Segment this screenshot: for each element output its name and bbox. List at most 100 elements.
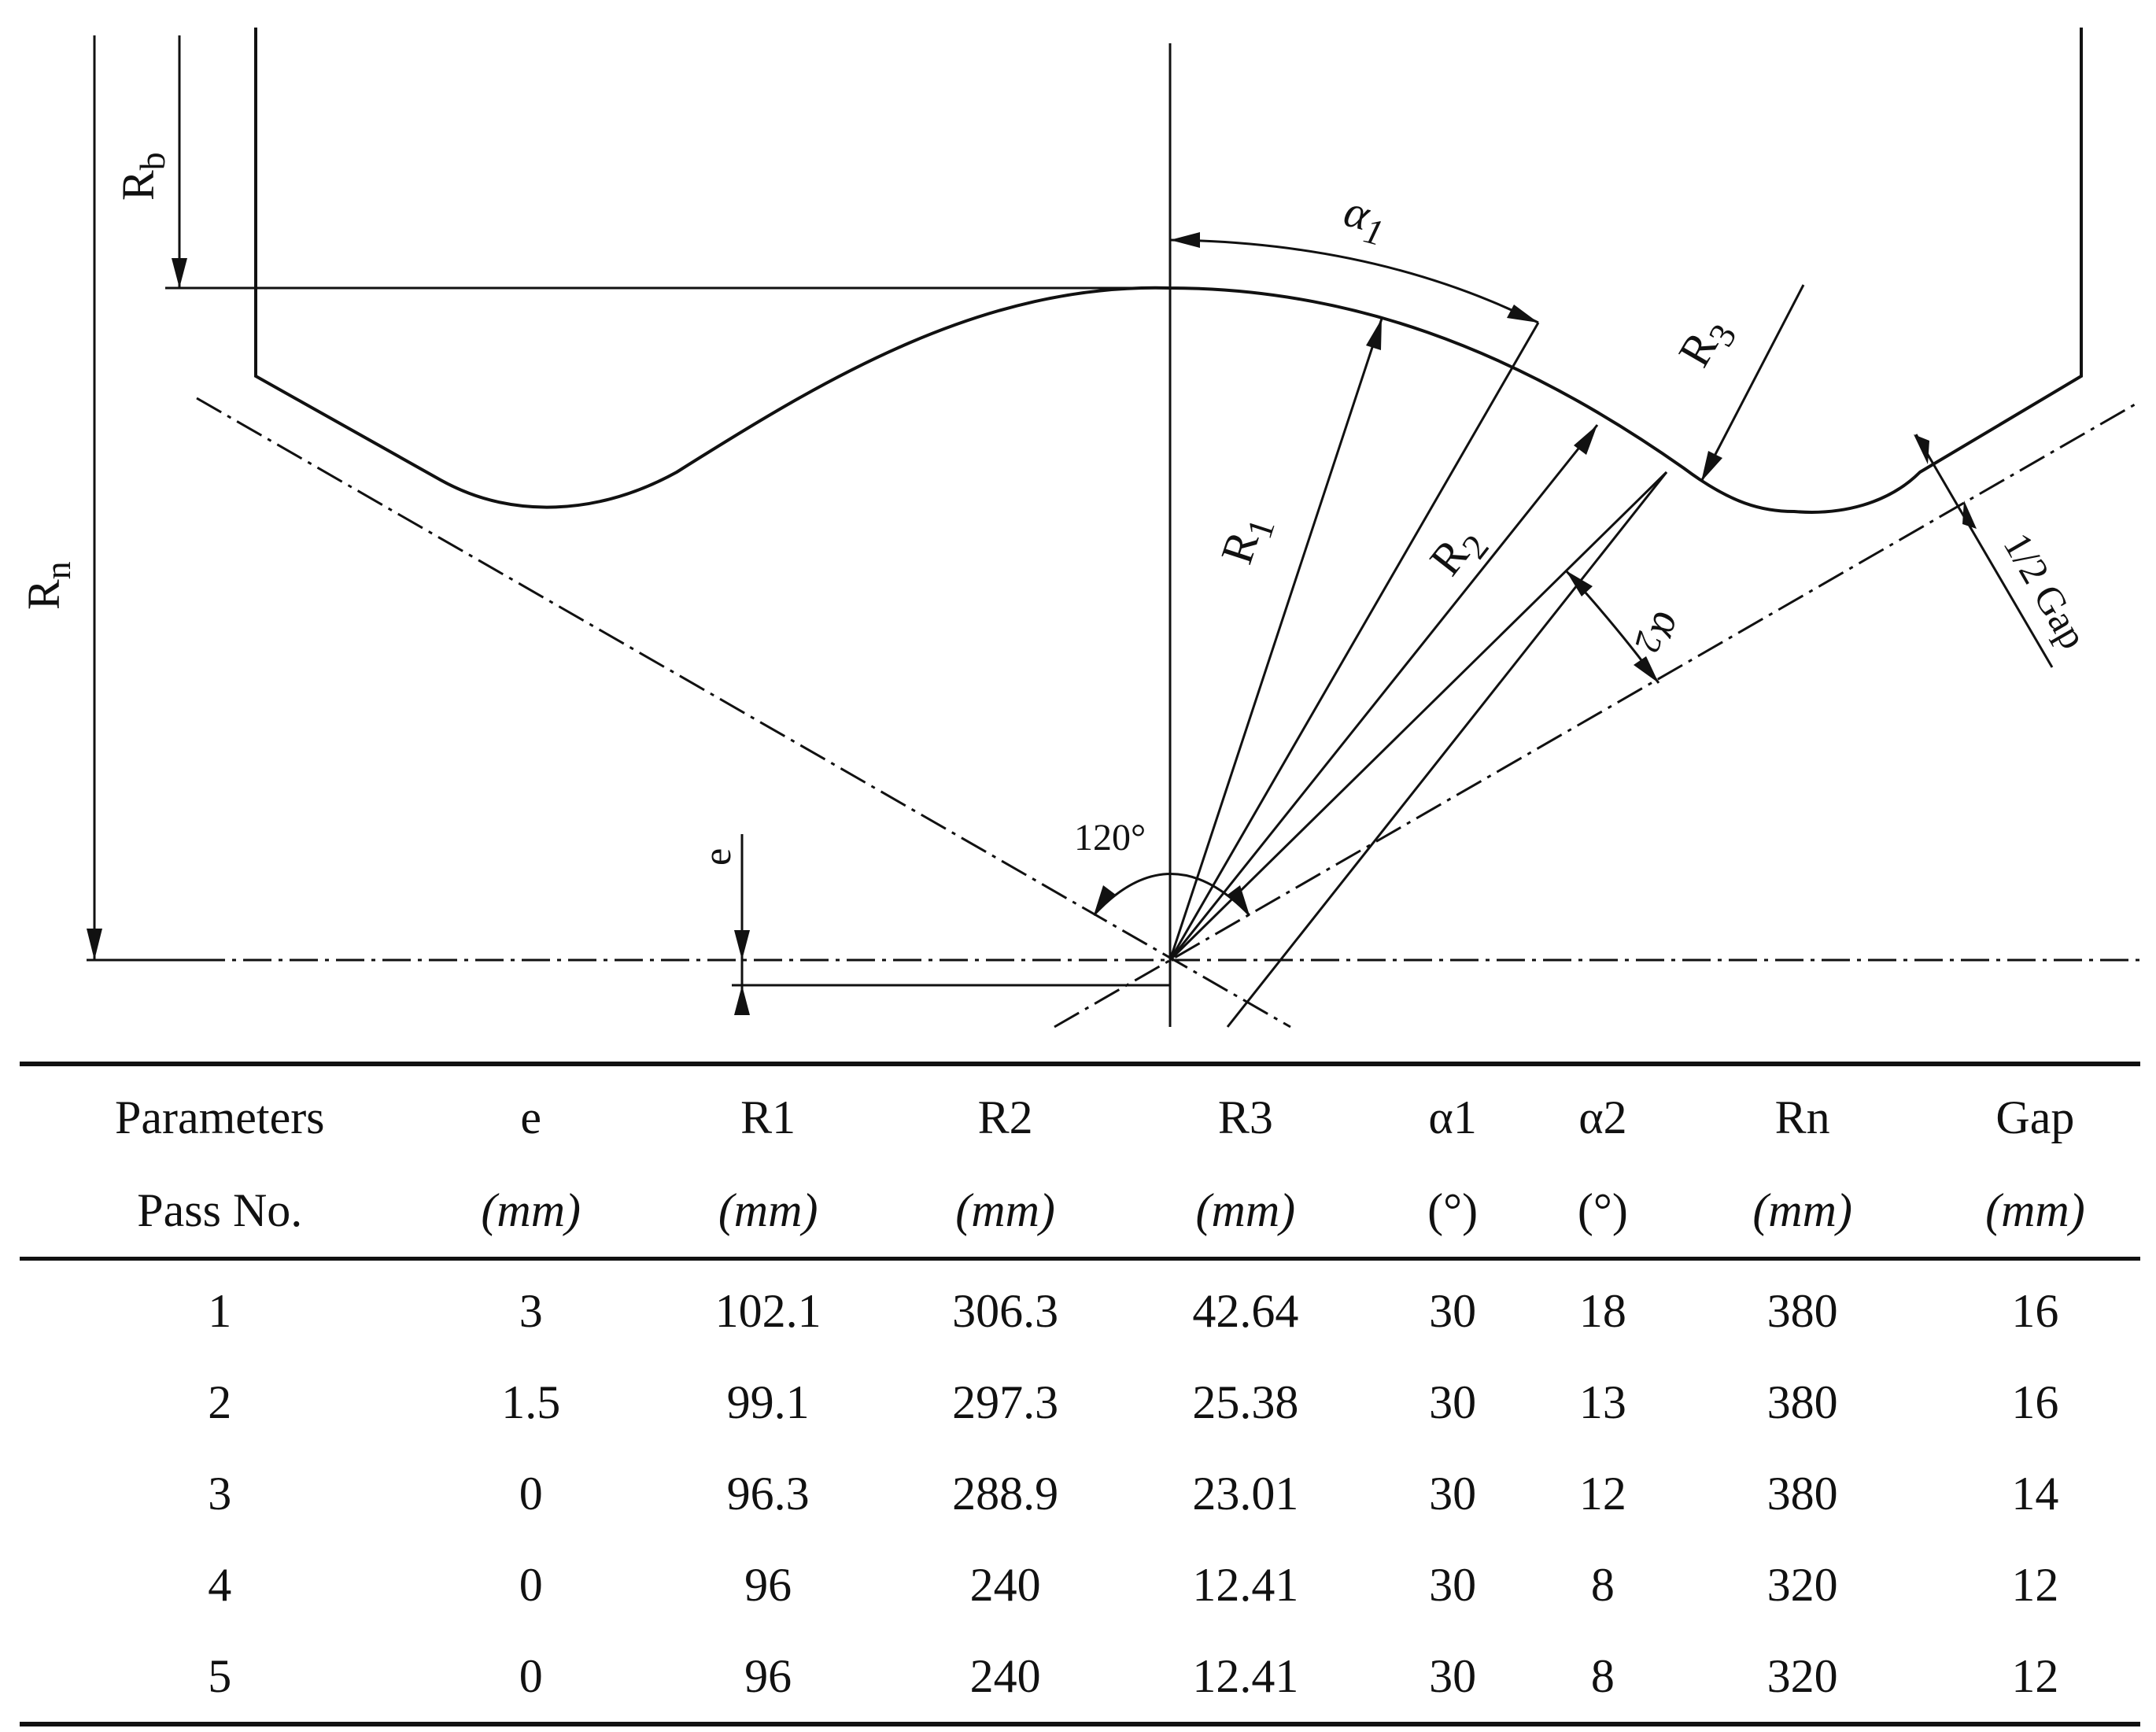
roll-groove-outline — [254, 28, 2083, 514]
half-gap-label: 1/2 Gap — [1995, 526, 2095, 656]
table-cell: 12 — [2011, 1558, 2059, 1611]
header-cell: R1 — [641, 1062, 895, 1164]
header-cell: α1 — [1374, 1062, 1531, 1164]
table-cell: 240 — [894, 1630, 1117, 1726]
table-cell: 23.01 — [1192, 1467, 1299, 1520]
rb-label: Rb — [113, 152, 172, 201]
alpha1-arc — [1169, 238, 1539, 324]
r3-label: R3 — [1668, 308, 1744, 379]
angle-120-arrow-left — [1094, 885, 1116, 915]
table-cell: 380 — [1767, 1284, 1838, 1337]
unit-cell: (mm) — [1929, 1164, 2140, 1261]
table-row: 3 0 96.3 288.9 23.01 30 12 380 14 — [20, 1448, 2140, 1539]
unit-cell: (mm) — [1674, 1164, 1930, 1261]
right-120-boundary-line — [1054, 400, 2141, 1028]
table-cell: 102.1 — [714, 1284, 821, 1337]
table-cell: 1 — [208, 1284, 232, 1337]
alpha1-arrow-left — [1170, 232, 1200, 248]
table-cell: 30 — [1429, 1376, 1477, 1428]
table-cell: 12 — [1929, 1630, 2140, 1726]
table-cell: 30 — [1374, 1630, 1531, 1726]
table-cell: 1.5 — [501, 1376, 561, 1428]
header-cell: R2 — [894, 1062, 1117, 1164]
table-cell: 30 — [1429, 1558, 1477, 1611]
table-cell: 12 — [1578, 1467, 1626, 1520]
table-cell: 0 — [419, 1630, 642, 1726]
table-row: 2 1.5 99.1 297.3 25.38 30 13 380 16 — [20, 1357, 2140, 1448]
table-cell: 96 — [641, 1630, 895, 1726]
header-cell: α2 — [1530, 1062, 1675, 1164]
rn-label: Rn — [18, 561, 78, 610]
table-cell: 30 — [1429, 1467, 1477, 1520]
r2-outer-line — [1226, 471, 1668, 1028]
alpha2-label: α2 — [1627, 605, 1696, 661]
r3-arrow — [1701, 451, 1722, 482]
header-row-2: Pass No. (mm) (mm) (mm) (mm) (°) (°) (mm… — [20, 1164, 2140, 1261]
header-cell: R3 — [1116, 1062, 1375, 1164]
table-cell: 42.64 — [1192, 1284, 1299, 1337]
header-cell: Rn — [1674, 1062, 1930, 1164]
table-cell: 99.1 — [726, 1376, 810, 1428]
table-cell: 8 — [1530, 1630, 1675, 1726]
table-cell: 16 — [2011, 1284, 2059, 1337]
unit-cell: (mm) — [641, 1164, 895, 1261]
header-row-1: Parameters e R1 R2 R3 α1 α2 Rn Gap — [20, 1062, 2140, 1164]
table-cell: 8 — [1590, 1558, 1615, 1611]
table-cell: 18 — [1578, 1284, 1626, 1337]
r2-arrow — [1574, 425, 1597, 455]
roll-pass-diagram: Rb Rn e α1 R1 R2 R3 α2 1/2 Gap 120° — [18, 28, 2141, 1028]
table-cell: 4 — [208, 1558, 232, 1611]
rb-arrow — [172, 258, 187, 288]
header-cell: e — [419, 1062, 642, 1164]
e-label: e — [695, 848, 739, 866]
table-cell: 306.3 — [952, 1284, 1059, 1337]
r3-radius-line — [1700, 284, 1805, 482]
table-row: 4 0 96 240 12.41 30 8 320 12 — [20, 1539, 2140, 1630]
alpha1-arrow-right — [1507, 305, 1538, 323]
alpha2-arrow-bottom — [1634, 656, 1659, 683]
table-cell: 0 — [519, 1467, 543, 1520]
half-gap-arrow-bottom — [1962, 500, 1977, 529]
unit-cell: (°) — [1530, 1164, 1675, 1261]
r1-arrow — [1366, 319, 1382, 350]
table-cell: 16 — [2011, 1376, 2059, 1428]
table-cell: 96.3 — [726, 1467, 810, 1520]
table-cell: 240 — [969, 1558, 1041, 1611]
header-cell: Gap — [1929, 1062, 2140, 1164]
table-cell: 0 — [519, 1558, 543, 1611]
table-cell: 12.41 — [1192, 1558, 1299, 1611]
table-cell: 3 — [208, 1467, 232, 1520]
r2-inner-line — [1168, 322, 1540, 961]
table-cell: 30 — [1429, 1284, 1477, 1337]
table-cell: 380 — [1767, 1376, 1838, 1428]
alpha2-ray — [1168, 471, 1668, 962]
table-cell: 297.3 — [952, 1376, 1059, 1428]
left-120-boundary-line — [196, 397, 1291, 1028]
e-arrow-top — [734, 930, 750, 960]
angle-120-label: 120° — [1074, 817, 1146, 859]
parameter-table: Parameters e R1 R2 R3 α1 α2 Rn Gap Pass … — [20, 1062, 2140, 1726]
header-cell: Pass No. — [20, 1164, 420, 1261]
table-cell: 12.41 — [1116, 1630, 1375, 1726]
unit-cell: (mm) — [894, 1164, 1117, 1261]
rn-arrow — [87, 929, 102, 960]
angle-120-arrow-right — [1228, 885, 1250, 915]
alpha1-label: α1 — [1337, 185, 1393, 253]
table-cell: 320 — [1674, 1630, 1930, 1726]
alpha2-arrow-top — [1566, 571, 1593, 596]
table-cell: 3 — [519, 1284, 543, 1337]
table-cell: 14 — [2011, 1467, 2059, 1520]
table-cell: 96 — [744, 1558, 792, 1611]
table-cell: 13 — [1578, 1376, 1626, 1428]
table-row: 5 0 96 240 12.41 30 8 320 12 — [20, 1630, 2140, 1726]
unit-cell: (mm) — [1116, 1164, 1375, 1261]
table-cell: 320 — [1767, 1558, 1838, 1611]
table-cell: 25.38 — [1192, 1376, 1299, 1428]
e-arrow-bottom — [734, 985, 750, 1015]
r2-radius-line — [1168, 424, 1599, 961]
angle-120-arc — [1092, 873, 1251, 917]
unit-cell: (°) — [1374, 1164, 1531, 1261]
table-cell: 5 — [20, 1630, 420, 1726]
header-cell: Parameters — [20, 1062, 420, 1164]
half-gap-arrow-top — [1914, 434, 1929, 464]
